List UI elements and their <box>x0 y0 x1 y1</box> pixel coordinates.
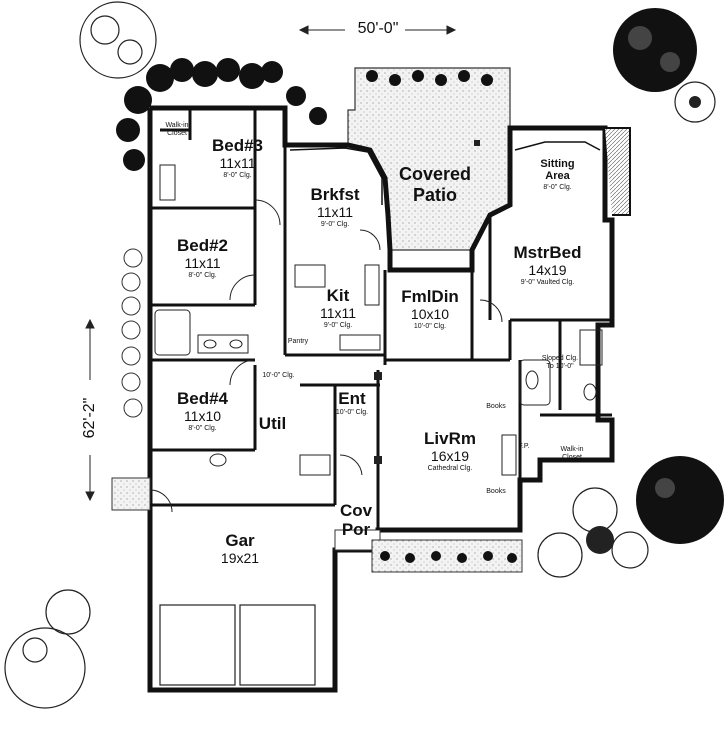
room-bed3-ceiling: 8'-0" Clg. <box>223 172 252 179</box>
room-util: Util <box>255 415 290 432</box>
width-dimension-line <box>298 25 457 35</box>
room-livrm-name: LivRm <box>424 429 476 448</box>
room-bed2-ceiling: 8'-0" Clg. <box>188 272 217 279</box>
room-bed4-size: 11x10 <box>183 408 222 424</box>
room-mstrbed: MstrBed 14x19 9'-0" Vaulted Clg. <box>490 244 605 286</box>
front-shrubs <box>380 551 517 563</box>
shrubs-top-left <box>116 58 327 171</box>
room-kit-name: Kit <box>326 286 350 305</box>
room-covpor: Cov Por <box>336 501 376 539</box>
room-kit-size: 11x11 <box>319 305 357 321</box>
room-bed4-name: Bed#4 <box>176 389 229 408</box>
depth-dimension: 62'-2" <box>81 397 98 439</box>
books-bottom: Books <box>486 488 506 495</box>
room-ent-name: Ent <box>338 389 366 408</box>
room-bed4: Bed#4 11x10 8'-0" Clg. <box>160 390 245 432</box>
room-kit-ceiling: 9'-0" Clg. <box>323 322 353 329</box>
sitting-bay <box>514 141 601 151</box>
front-steps <box>371 539 523 573</box>
exterior-walls <box>147 105 615 693</box>
bath-fixtures <box>154 164 603 476</box>
room-patio-name: Covered Patio <box>398 164 472 205</box>
room-brkfst-name: Brkfst <box>310 185 360 204</box>
column-posts <box>374 140 480 464</box>
hall-ceiling-note: 10'-0" Clg. <box>262 372 295 379</box>
room-bed2: Bed#2 11x11 8'-0" Clg. <box>160 237 245 279</box>
width-dimension: 50'-0" <box>357 20 399 37</box>
walkin-closet-bed3: Walk-in Closet <box>165 122 189 137</box>
room-bed3-size: 11x11 <box>219 155 256 171</box>
room-util-name: Util <box>258 414 287 433</box>
room-livrm: LivRm 16x19 Cathedral Clg. <box>400 430 500 472</box>
room-mstrbed-size: 14x19 <box>528 262 567 278</box>
room-fmldin-name: FmlDin <box>401 287 459 306</box>
garage-doors <box>159 604 316 686</box>
room-covpor-name: Cov Por <box>339 501 373 539</box>
room-gar-name: Gar <box>225 531 255 550</box>
room-fmldin-ceiling: 10'-0" Clg. <box>413 323 447 330</box>
depth-dimension-line <box>85 318 95 502</box>
fireplace-label: F.P. <box>518 443 530 450</box>
room-fmldin: FmlDin 10x10 10'-0" Clg. <box>388 288 472 330</box>
room-ent: Ent 10'-0" Clg. <box>332 390 372 416</box>
tree-right <box>537 456 724 578</box>
room-bed3: Bed#3 11x11 8'-0" Clg. <box>195 137 280 179</box>
room-sitting-ceiling: 8'-0" Clg. <box>543 184 572 192</box>
room-sitting-name: Sitting Area <box>540 158 575 183</box>
room-gar: Gar 19x21 <box>195 532 285 565</box>
room-livrm-ceiling: Cathedral Clg. <box>427 465 473 472</box>
door-swings <box>149 199 503 513</box>
tree-top-right <box>613 8 716 123</box>
books-top: Books <box>486 403 506 410</box>
tree-top-left <box>79 1 157 79</box>
room-livrm-size: 16x19 <box>430 448 470 464</box>
interior-walls <box>150 108 612 530</box>
room-kit: Kit 11x11 9'-0" Clg. <box>298 287 378 329</box>
room-bed2-name: Bed#2 <box>176 236 229 255</box>
room-mstrbed-ceiling: 9'-0" Vaulted Clg. <box>520 279 575 286</box>
room-brkfst-size: 11x11 <box>316 204 354 220</box>
room-brkfst: Brkfst 11x11 9'-0" Clg. <box>290 186 380 228</box>
breakfast-bay <box>289 147 383 205</box>
walkin-closet-master: Walk-in Closet <box>560 446 584 461</box>
room-bed2-size: 11x11 <box>184 255 221 271</box>
room-patio: Covered Patio <box>385 164 485 205</box>
room-brkfst-ceiling: 9'-0" Clg. <box>320 221 350 228</box>
tree-bottom-left <box>4 589 91 709</box>
patio-shrubs <box>366 70 493 86</box>
room-sitting: Sitting Area 8'-0" Clg. <box>525 158 590 191</box>
sloped-ceiling-note: Sloped Clg. To 10'-0" <box>541 355 579 371</box>
room-bed4-ceiling: 8'-0" Clg. <box>188 425 217 432</box>
room-gar-size: 19x21 <box>220 550 260 566</box>
room-bed3-name: Bed#3 <box>211 136 264 155</box>
room-fmldin-size: 10x10 <box>410 306 450 322</box>
room-ent-ceiling: 10'-0" Clg. <box>335 409 369 416</box>
master-bumpout <box>605 127 631 216</box>
room-mstrbed-name: MstrBed <box>513 243 582 262</box>
pantry-label: Pantry <box>287 338 309 345</box>
garage-stoop <box>111 477 151 511</box>
shrubs-left <box>121 248 143 418</box>
